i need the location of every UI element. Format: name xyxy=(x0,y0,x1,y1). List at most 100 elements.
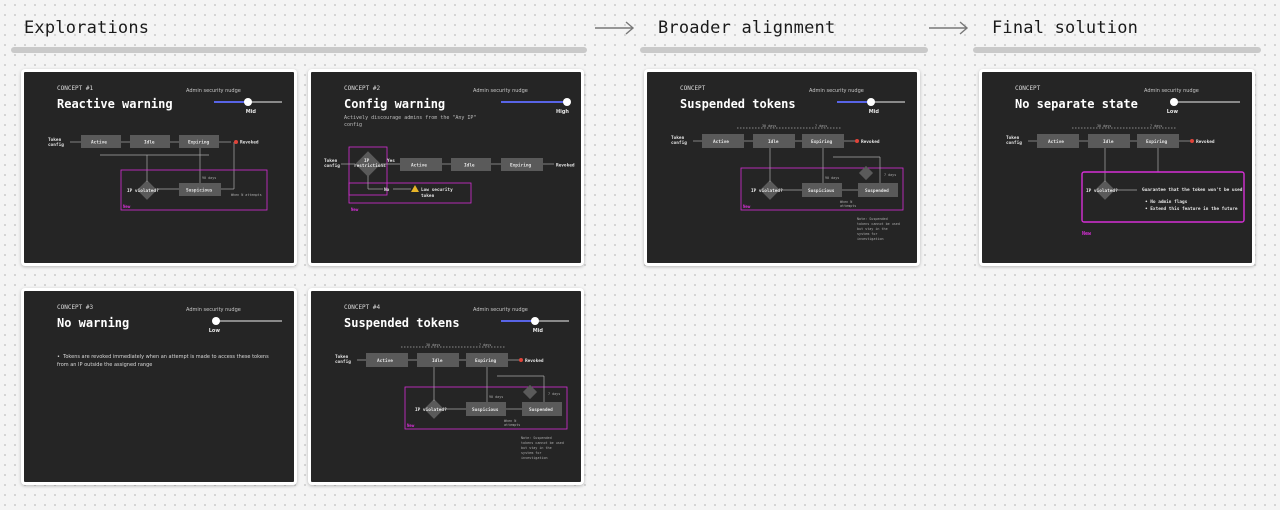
svg-text:Expiring: Expiring xyxy=(475,358,497,364)
slider-knob[interactable] xyxy=(244,98,252,106)
slider-value: Mid xyxy=(868,109,879,115)
svg-text:restrictions: restrictions xyxy=(354,163,386,169)
svg-text:Revoked: Revoked xyxy=(861,139,880,145)
card-title: Config warning xyxy=(344,97,446,111)
slider-knob[interactable] xyxy=(212,317,220,325)
svg-text:Note: Suspended: Note: Suspended xyxy=(857,217,888,221)
concept-label: CONCEPT xyxy=(1015,85,1041,92)
svg-text:system for: system for xyxy=(857,232,877,236)
svg-text:• No admin flags: • No admin flags xyxy=(1145,199,1188,205)
svg-text:Idle: Idle xyxy=(432,358,443,364)
svg-text:Revoked: Revoked xyxy=(525,358,544,364)
svg-text:New: New xyxy=(351,207,359,212)
svg-text:Active: Active xyxy=(1048,139,1064,145)
svg-text:Suspicious: Suspicious xyxy=(472,407,499,413)
slider-knob[interactable] xyxy=(867,98,875,106)
svg-text:Active: Active xyxy=(713,139,729,145)
state-suspicious xyxy=(179,183,221,196)
svg-text:Suspicious: Suspicious xyxy=(808,188,835,194)
slider-knob[interactable] xyxy=(531,317,539,325)
svg-text:attempts: attempts xyxy=(504,423,520,427)
slider-value: Mid xyxy=(532,328,543,334)
state-idle xyxy=(130,135,170,148)
svg-text:IP violated?: IP violated? xyxy=(1086,188,1118,194)
nudge-label: Admin security nudge xyxy=(473,88,528,94)
slider-value: Low xyxy=(208,328,220,334)
svg-text:Idle: Idle xyxy=(768,139,779,145)
svg-text:Token: Token xyxy=(324,158,338,164)
state-suspicious xyxy=(802,183,842,197)
svg-text:Suspended: Suspended xyxy=(865,188,889,194)
security-nudge-slider[interactable] xyxy=(1170,98,1240,106)
state-active xyxy=(81,135,121,148)
svg-text:7 days: 7 days xyxy=(548,392,560,396)
svg-text:config: config xyxy=(1006,140,1022,146)
svg-text:Token: Token xyxy=(1006,135,1020,141)
concept-label: CONCEPT #4 xyxy=(344,304,381,311)
state-suspended xyxy=(858,183,898,197)
svg-text:Expiring: Expiring xyxy=(188,140,210,146)
section-title-explorations: Explorations xyxy=(24,18,150,38)
card-description: Actively discourage admins from the "Any… xyxy=(344,115,477,128)
security-nudge-slider[interactable] xyxy=(501,317,569,325)
svg-text:New: New xyxy=(407,423,415,428)
svg-text:but stay in the: but stay in the xyxy=(857,227,888,231)
slider-knob[interactable] xyxy=(1170,98,1178,106)
svg-text:90 days: 90 days xyxy=(202,176,216,180)
svg-text:When N attempts: When N attempts xyxy=(231,193,262,197)
section-bar-explorations xyxy=(11,47,587,53)
svg-text:When N: When N xyxy=(840,200,852,204)
nudge-label: Admin security nudge xyxy=(473,307,528,313)
warning-icon xyxy=(411,185,419,192)
svg-text:IP violated?: IP violated? xyxy=(127,188,159,194)
state-active xyxy=(702,134,744,148)
decision-ip-violated xyxy=(424,399,444,419)
concept-label: CONCEPT #2 xyxy=(344,85,381,92)
svg-text:30 days: 30 days xyxy=(1097,124,1111,128)
nudge-label: Admin security nudge xyxy=(186,88,241,94)
state-idle xyxy=(417,353,459,367)
security-nudge-slider[interactable] xyxy=(212,317,282,325)
svg-text:Low security: Low security xyxy=(421,187,453,193)
security-nudge-slider[interactable] xyxy=(501,98,571,106)
card-title: Suspended tokens xyxy=(680,97,796,111)
concept-card-3[interactable]: CONCEPT #3 No warning Admin security nud… xyxy=(21,288,297,485)
new-region xyxy=(120,169,268,211)
nudge-label: Admin security nudge xyxy=(186,307,241,313)
svg-text:7 days: 7 days xyxy=(884,173,896,177)
state-idle xyxy=(753,134,795,148)
svg-text:config: config xyxy=(324,163,340,169)
security-nudge-slider[interactable] xyxy=(837,98,905,106)
svg-text:tokens cannot be used: tokens cannot be used xyxy=(857,222,900,226)
slider-knob[interactable] xyxy=(563,98,571,106)
concept-label: CONCEPT xyxy=(680,85,706,92)
slider-value: High xyxy=(555,109,569,115)
decision-ip-violated xyxy=(1095,180,1115,200)
svg-text:Token: Token xyxy=(671,135,685,141)
security-nudge-slider[interactable] xyxy=(214,98,282,106)
svg-text:New: New xyxy=(1082,231,1092,237)
state-idle xyxy=(451,158,491,171)
state-active xyxy=(366,353,408,367)
svg-text:No: No xyxy=(384,187,390,193)
svg-text:config: config xyxy=(671,140,687,146)
slider-fill xyxy=(501,320,535,322)
concept-label: CONCEPT #3 xyxy=(57,304,94,311)
svg-text:attempts: attempts xyxy=(840,204,856,208)
svg-text:Active: Active xyxy=(411,163,427,169)
state-expiring xyxy=(179,135,219,148)
arrow-right-icon xyxy=(595,21,635,35)
svg-text:90 days: 90 days xyxy=(489,395,503,399)
nudge-label: Admin security nudge xyxy=(1144,88,1199,94)
svg-text:config: config xyxy=(335,359,351,365)
state-active xyxy=(400,158,442,171)
svg-text:IP violated?: IP violated? xyxy=(751,188,783,194)
